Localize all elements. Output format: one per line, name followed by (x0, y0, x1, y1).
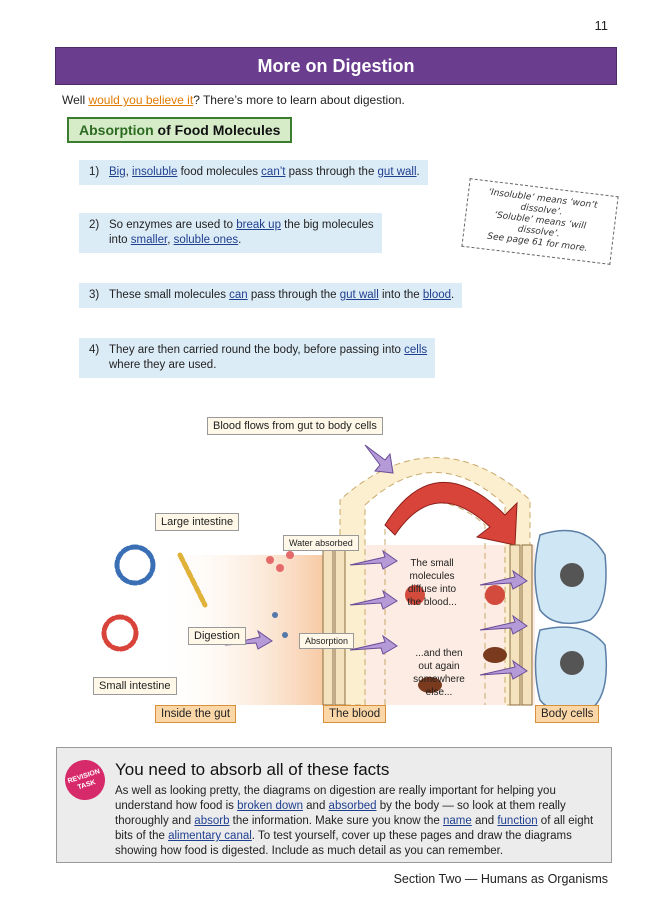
text-segment: , (167, 234, 174, 246)
keyword-link[interactable]: Big (109, 166, 126, 178)
inner-arch (384, 502, 486, 705)
cell-nucleus (560, 563, 584, 587)
digestion-diagram: Blood flows from gut to body cells Large… (85, 405, 615, 725)
keyword-link[interactable]: smaller (130, 234, 168, 246)
label-blood-flow: Blood flows from gut to body cells (207, 417, 383, 435)
text-segment: the big molecules (280, 219, 374, 231)
out-caption: ...and then out again somewhere else... (407, 647, 471, 699)
label-digestion: Digestion (188, 627, 246, 645)
keyword-link[interactable]: insoluble (132, 166, 178, 178)
text-segment: and (302, 800, 329, 812)
keyword-link[interactable]: cells (404, 344, 428, 356)
intro-text: Well would you believe it? There’s more … (62, 93, 405, 107)
keyword-link[interactable]: soluble ones (173, 234, 239, 246)
fact-2: 2) So enzymes are used to break up the bi… (79, 213, 382, 253)
fact-number: 4) (89, 344, 100, 356)
text-segment: These small molecules (109, 289, 230, 301)
definition-note: ‘Insoluble’ means ‘won’t dissolve’. ‘Sol… (461, 178, 619, 265)
text-segment: into the (378, 289, 423, 301)
keyword-link[interactable]: broken down (237, 800, 303, 812)
diffuse-caption-line: molecules (409, 571, 455, 582)
intro-link[interactable]: would you believe it (88, 93, 194, 107)
food-molecules (101, 544, 208, 652)
page-title: More on Digestion (55, 47, 617, 85)
section-footer: Section Two — Humans as Organisms (393, 872, 608, 886)
text-segment: . (451, 289, 455, 301)
keyword-link[interactable]: function (497, 815, 538, 827)
revision-title: You need to absorb all of these facts (115, 760, 390, 779)
heading-keyword: Absorption (79, 122, 154, 138)
page-number: 11 (594, 18, 609, 33)
keyword-link[interactable]: gut wall (339, 289, 379, 301)
diffuse-caption: The small molecules diffuse into the blo… (397, 557, 467, 609)
text-segment: of all eight bits of the (115, 815, 594, 842)
keyword-link[interactable]: alimentary canal (168, 830, 252, 842)
text-segment: . (238, 234, 242, 246)
section-heading: Absorption of Food Molecules (67, 117, 293, 143)
fact-number: 1) (89, 166, 100, 178)
keyword-link[interactable]: can’t (261, 166, 286, 178)
fact-3: 3) These small molecules can pass through… (79, 283, 463, 308)
out-caption-line: out again (418, 661, 460, 672)
blood-flow-arrow (384, 482, 518, 546)
keyword-link[interactable]: break up (236, 219, 281, 231)
label-small-intestine: Small intestine (93, 677, 177, 695)
keyword-link[interactable]: absorbed (328, 800, 377, 812)
revision-task-box: REVISION TASK You need to absorb all of … (56, 747, 612, 863)
fact-4: 4) They are then carried round the body, … (79, 338, 436, 378)
label-large-intestine: Large intestine (155, 513, 240, 531)
label-inside-gut: Inside the gut (155, 705, 237, 723)
heading-rest: of Food Molecules (153, 122, 281, 138)
label-absorption: Absorption (299, 633, 355, 649)
intro-before: Well (62, 93, 89, 107)
diffuse-caption-line: diffuse into (407, 584, 457, 595)
revision-body: As well as looking pretty, the diagrams … (115, 784, 605, 859)
fact-1: 1) Big, insoluble food molecules can’t pa… (79, 160, 428, 185)
text-segment: As well as looking pretty, the diagrams … (115, 785, 556, 812)
keyword-link[interactable]: absorb (194, 815, 230, 827)
text-segment: and (471, 815, 498, 827)
keyword-link[interactable]: name (442, 815, 472, 827)
out-caption-line: else... (425, 687, 453, 698)
diffusion-arrows (224, 444, 528, 680)
intro-after: ? There’s more to learn about digestion. (193, 93, 405, 107)
text-segment: where they are used. (109, 359, 217, 371)
text-segment: by the body — so look at them really tho… (115, 800, 566, 827)
label-the-blood: The blood (323, 705, 387, 723)
text-segment: They are then carried round the body, be… (109, 344, 405, 356)
small-molecules (266, 551, 507, 693)
body-cells (534, 529, 608, 713)
text-segment: food molecules (177, 166, 262, 178)
cell-nucleus (560, 651, 584, 675)
text-segment: pass through the (247, 289, 340, 301)
diffuse-caption-line: The small (410, 558, 454, 569)
text-segment: into (109, 234, 131, 246)
keyword-link[interactable]: gut wall (377, 166, 417, 178)
label-water-absorbed: Water absorbed (283, 535, 359, 551)
text-segment: the information. Make sure you know the (229, 815, 443, 827)
out-caption-line: ...and then (415, 648, 463, 659)
text-line: where they are used. (89, 358, 427, 373)
out-caption-line: somewhere (413, 674, 465, 685)
fact-number: 2) (89, 219, 100, 231)
text-segment: pass through the (285, 166, 378, 178)
text-line: into smaller, soluble ones. (89, 233, 374, 248)
fact-number: 3) (89, 289, 100, 301)
revision-task-badge: REVISION TASK (59, 754, 111, 806)
keyword-link[interactable]: can (229, 289, 248, 301)
label-body-cells: Body cells (535, 705, 600, 723)
keyword-link[interactable]: blood (422, 289, 452, 301)
diffuse-caption-line: the blood... (407, 597, 457, 608)
text-segment: . To test yourself, cover up these pages… (115, 830, 572, 857)
text-segment: So enzymes are used to (109, 219, 237, 231)
text-segment: . (416, 166, 420, 178)
text-segment: , (125, 166, 133, 178)
